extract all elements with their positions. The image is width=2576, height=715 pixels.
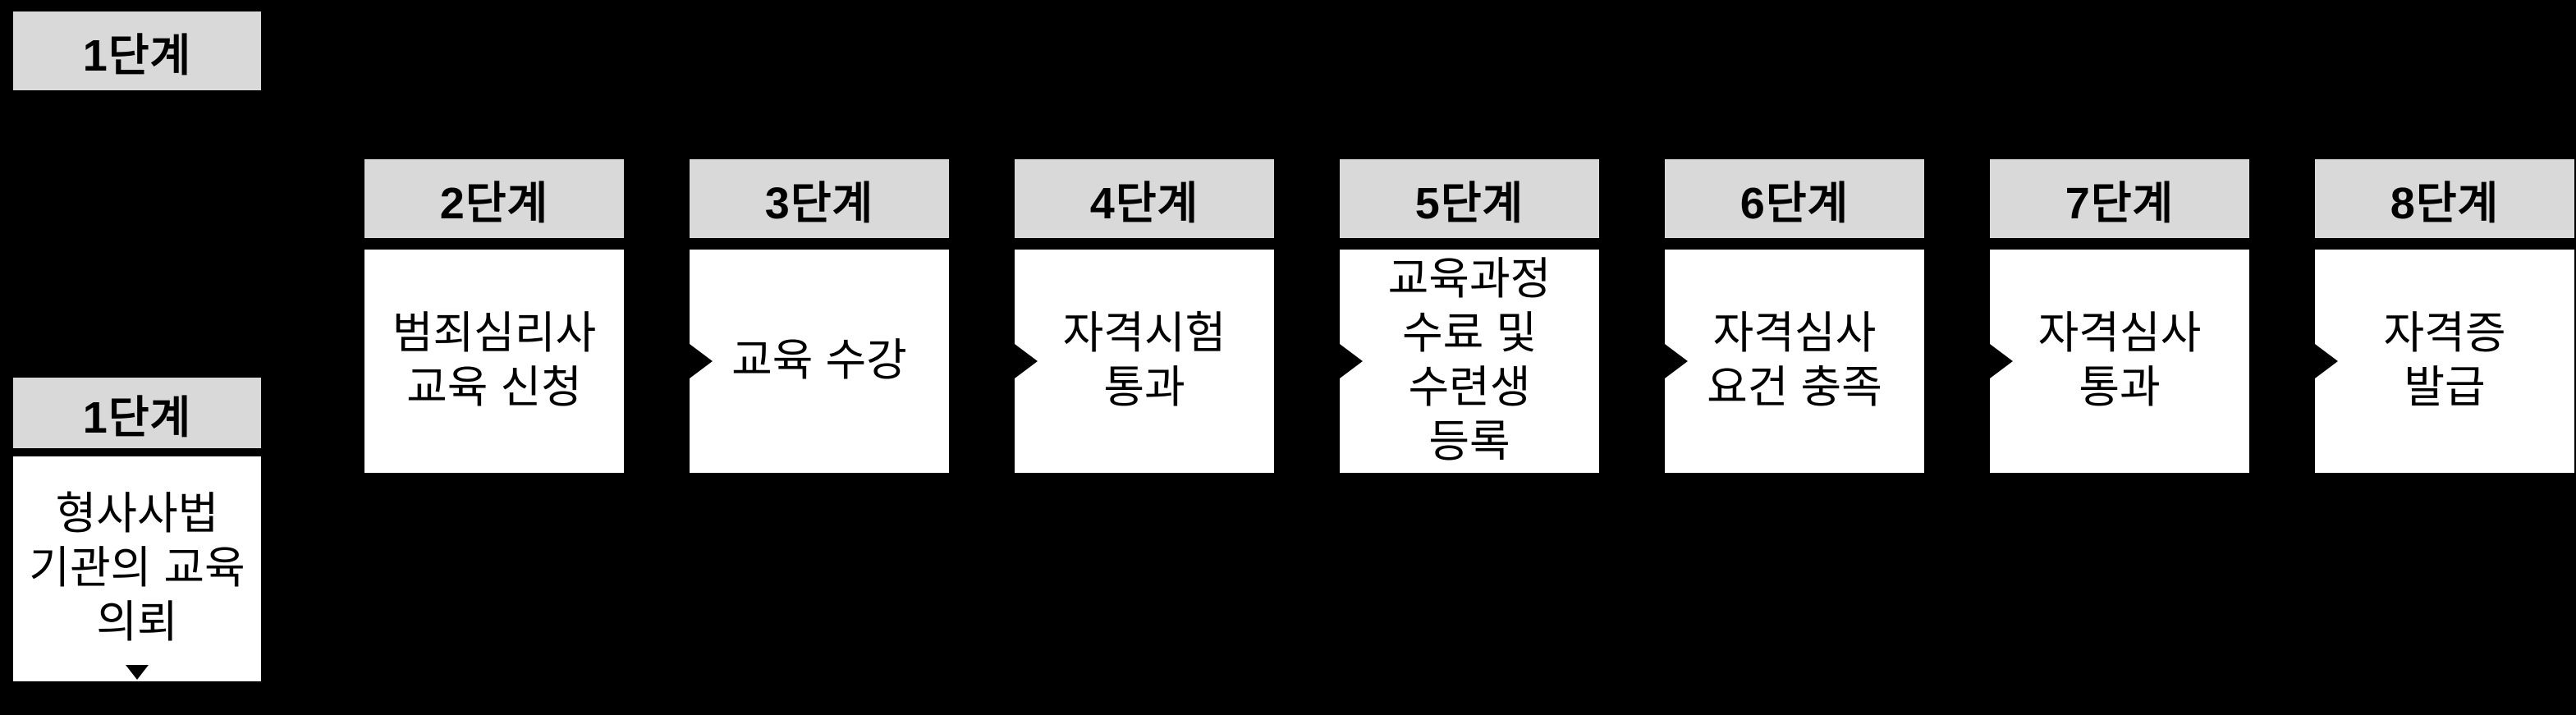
step7-label: 7단계 [2065, 178, 2175, 228]
step3-label: 3단계 [764, 178, 874, 228]
step2-label: 2단계 [439, 178, 549, 228]
step2-content: 범죄심리사 교육 신청 [392, 309, 597, 412]
right-arrow-icon [1990, 344, 2013, 378]
step3-header: 3단계 [690, 159, 949, 238]
down-arrow-icon [126, 665, 149, 680]
step6-header: 6단계 [1665, 159, 1924, 238]
step8-header: 8단계 [2315, 159, 2574, 238]
step1-content: 형사사법 기관의 교육 의뢰 [29, 489, 245, 647]
step8-label: 8단계 [2390, 178, 2500, 228]
step5-label: 5단계 [1414, 178, 1524, 228]
step7-content: 자격심사 통과 [2037, 309, 2202, 412]
step1-top-label: 1단계 [82, 30, 192, 80]
step8-content: 자격증 발급 [2383, 309, 2506, 412]
right-arrow-icon [690, 344, 713, 378]
step2-box: 범죄심리사 교육 신청 [364, 250, 624, 473]
step2-header: 2단계 [364, 159, 624, 238]
step4-content: 자격시험 통과 [1062, 309, 1226, 412]
step4-label: 4단계 [1089, 178, 1199, 228]
step6-content: 자격심사 요건 충족 [1707, 309, 1882, 412]
step6-label: 6단계 [1739, 178, 1849, 228]
right-arrow-icon [1665, 344, 1688, 378]
step3-box: 교육 수강 [690, 250, 949, 473]
step5-box: 교육과정 수료 및 수련생 등록 [1340, 250, 1599, 473]
step8-box: 자격증 발급 [2315, 250, 2574, 473]
step1-header: 1단계 [13, 378, 261, 448]
step7-box: 자격심사 통과 [1990, 250, 2249, 473]
step7-header: 7단계 [1990, 159, 2249, 238]
step6-box: 자격심사 요건 충족 [1665, 250, 1924, 473]
step5-content: 교육과정 수료 및 수련생 등록 [1387, 254, 1552, 466]
step5-header: 5단계 [1340, 159, 1599, 238]
step1-box: 형사사법 기관의 교육 의뢰 [13, 456, 261, 681]
step1-label: 1단계 [82, 392, 192, 442]
step4-box: 자격시험 통과 [1015, 250, 1274, 473]
right-arrow-icon [2315, 344, 2338, 378]
step4-header: 4단계 [1015, 159, 1274, 238]
step3-content: 교육 수강 [731, 336, 907, 386]
right-arrow-icon [1015, 344, 1038, 378]
step1-top-header: 1단계 [13, 11, 261, 90]
right-arrow-icon [1340, 344, 1363, 378]
